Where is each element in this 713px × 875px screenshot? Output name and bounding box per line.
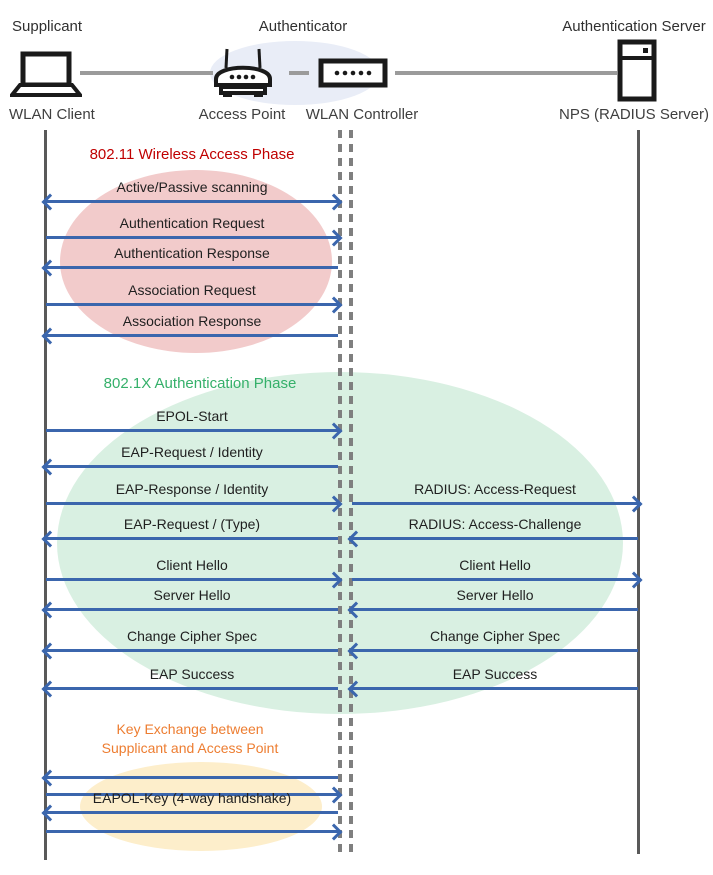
message-label: Server Hello	[456, 587, 534, 603]
role-label-authentication-server: Authentication Server	[562, 18, 706, 35]
message-label: RADIUS: Access-Challenge	[408, 516, 582, 532]
message-arrow	[46, 422, 343, 440]
message-label: Association Response	[122, 313, 262, 329]
message-label: EAPOL-Key (4-way handshake)	[92, 790, 292, 806]
access-point-icon	[211, 46, 275, 103]
message-label: Authentication Response	[114, 245, 270, 261]
message-label: EAP-Response / Identity	[115, 481, 269, 497]
message-label: Server Hello	[153, 587, 231, 603]
message-arrow	[46, 296, 343, 314]
message-label: Client Hello	[156, 557, 228, 573]
message-label: EAP-Request / Identity	[121, 444, 263, 460]
phase3-title-line1: Key Exchange between	[116, 721, 264, 737]
message-arrow	[41, 601, 338, 619]
message-arrow	[46, 823, 343, 841]
role-label-authenticator: Authenticator	[258, 18, 348, 35]
message-arrow	[41, 327, 338, 345]
message-arrow	[46, 786, 343, 804]
message-label: Change Cipher Spec	[430, 628, 560, 644]
node-label-wlan-client: WLAN Client	[9, 106, 95, 123]
message-label: Authentication Request	[119, 215, 265, 231]
wlan-client-lifeline	[44, 130, 47, 860]
laptop-icon	[7, 50, 85, 103]
message-arrow	[347, 642, 638, 660]
message-arrow	[41, 769, 338, 787]
message-label: EAP-Request / (Type)	[123, 516, 261, 532]
message-arrow	[352, 571, 643, 589]
phase3-title-line2: Supplicant and Access Point	[101, 740, 279, 756]
message-arrow	[46, 229, 343, 247]
phase2-title: 802.1X Authentication Phase	[103, 375, 297, 392]
topology-link-client-ap	[80, 71, 213, 75]
node-label-access-point: Access Point	[198, 106, 286, 123]
message-label: EAP Success	[452, 666, 538, 682]
node-label-wlan-controller: WLAN Controller	[305, 106, 419, 123]
server-icon	[616, 39, 658, 107]
topology-link-controller-server	[395, 71, 617, 75]
message-arrow	[41, 458, 338, 476]
message-label: Change Cipher Spec	[127, 628, 257, 644]
message-arrow	[41, 259, 338, 277]
message-arrow	[41, 680, 338, 698]
message-arrow	[352, 495, 643, 513]
message-arrow	[41, 530, 338, 548]
message-arrow	[41, 642, 338, 660]
message-label: EPOL-Start	[156, 408, 228, 424]
nps-server-lifeline	[637, 130, 640, 854]
topology-link-ap-controller	[289, 71, 309, 75]
message-label: RADIUS: Access-Request	[414, 481, 576, 497]
role-label-supplicant: Supplicant	[12, 18, 83, 35]
phase1-title: 802.11 Wireless Access Phase	[89, 146, 295, 163]
phase3-title: Key Exchange between Supplicant and Acce…	[102, 720, 279, 758]
wlan-controller-lifeline	[349, 130, 353, 857]
wlan-controller-icon	[318, 58, 388, 93]
message-arrow	[46, 571, 343, 589]
message-arrow	[347, 530, 638, 548]
access-point-lifeline	[338, 130, 342, 857]
message-label: Active/Passive scanning	[116, 179, 268, 195]
message-label: Association Request	[128, 282, 256, 298]
message-arrow	[46, 495, 343, 513]
message-arrow	[347, 601, 638, 619]
message-label: Client Hello	[459, 557, 531, 573]
message-arrow	[347, 680, 638, 698]
node-label-nps: NPS (RADIUS Server)	[558, 106, 710, 123]
message-arrow	[41, 193, 343, 211]
message-arrow	[41, 804, 338, 822]
message-label: EAP Success	[149, 666, 235, 682]
